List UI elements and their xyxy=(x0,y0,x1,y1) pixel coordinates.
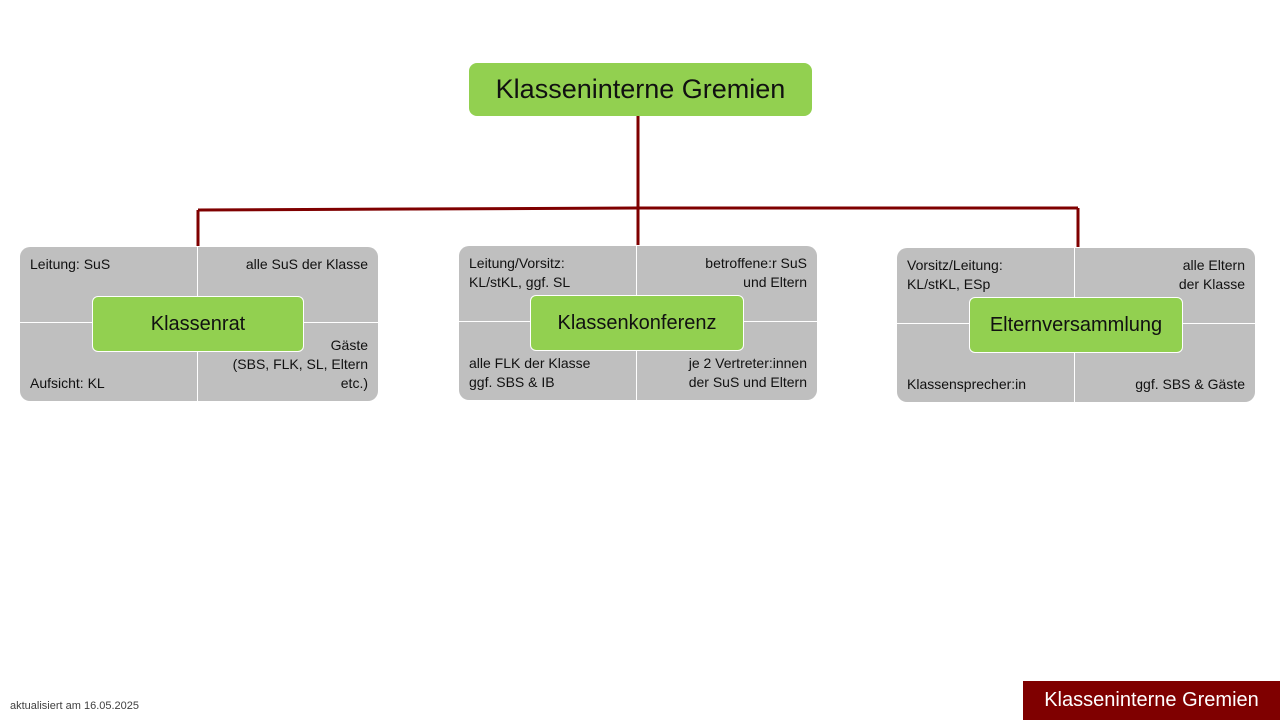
quadrant-text: Vorsitz/Leitung: KL/stKL, ESp xyxy=(907,257,1003,292)
quadrant-text: Leitung: SuS xyxy=(30,256,111,272)
quadrant-text: alle Eltern der Klasse xyxy=(1178,257,1245,292)
quadrant-text: alle SuS der Klasse xyxy=(245,256,368,272)
node-elternversammlung: Elternversammlung xyxy=(969,297,1183,353)
quadrant-text: je 2 Vertreter:innen der SuS und Eltern xyxy=(688,355,807,390)
root-node: Klasseninterne Gremien xyxy=(469,63,812,116)
quadrant-text: Leitung/Vorsitz: KL/stKL, ggf. SL xyxy=(469,255,571,290)
quadrant-text: ggf. SBS & Gäste xyxy=(1135,376,1245,392)
matrix-klassenkonferenz: Leitung/Vorsitz: KL/stKL, ggf. SL betrof… xyxy=(459,246,817,400)
footer-title: Klasseninterne Gremien xyxy=(1023,681,1280,720)
quadrant-text: betroffene:r SuS und Eltern xyxy=(705,255,807,290)
horizontal-connector-line xyxy=(197,206,1078,212)
node-klassenkonferenz: Klassenkonferenz xyxy=(530,295,744,351)
quadrant-text: Klassensprecher:in xyxy=(907,376,1027,392)
node-klassenrat: Klassenrat xyxy=(92,296,304,352)
date-note: aktualisiert am 16.05.2025 xyxy=(10,700,140,712)
quadrant-text: Aufsicht: KL xyxy=(30,375,105,391)
quadrant-text: alle FLK der Klasse ggf. SBS & IB xyxy=(469,355,591,390)
quadrant-text: Gäste (SBS, FLK, SL, Eltern etc.) xyxy=(232,337,368,391)
